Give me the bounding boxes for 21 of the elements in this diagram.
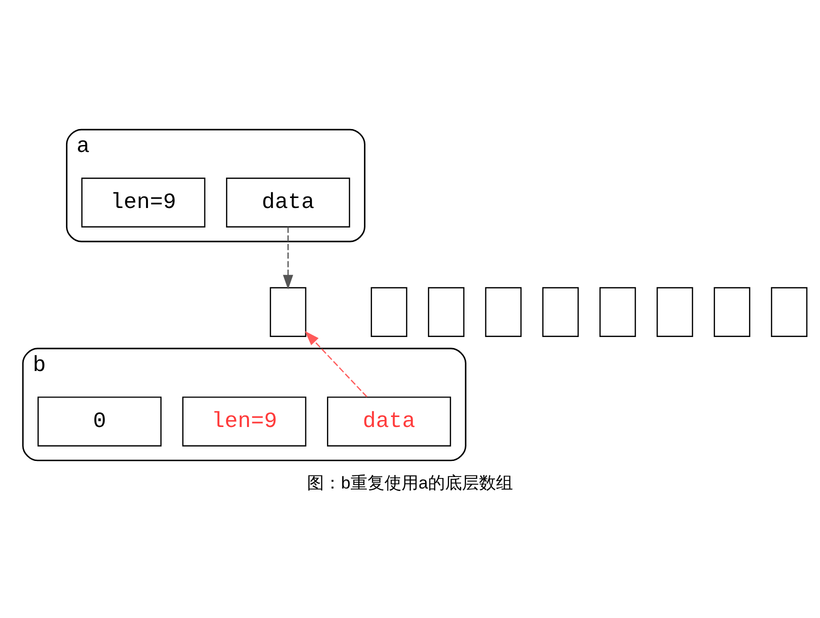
arrow (282, 227, 294, 290)
node-box (599, 287, 636, 337)
node-box: data (226, 178, 350, 228)
node-box (770, 287, 808, 337)
cluster (66, 128, 366, 242)
node-box (656, 287, 694, 337)
node-label: b (32, 352, 46, 378)
node-box (485, 287, 522, 337)
arrow (304, 331, 368, 398)
node-box: 0 (38, 396, 162, 446)
caption: 图：b重复使用a的底层数组 (307, 474, 513, 493)
node-box (542, 287, 579, 337)
node-box: len=9 (182, 396, 306, 446)
node-label: a (76, 134, 90, 159)
cluster (22, 348, 466, 462)
node-box (714, 287, 750, 337)
node-box (370, 287, 408, 337)
node-box (270, 287, 306, 337)
node-box: data (326, 396, 452, 446)
node-box (428, 287, 464, 337)
node-box: len=9 (81, 178, 206, 228)
